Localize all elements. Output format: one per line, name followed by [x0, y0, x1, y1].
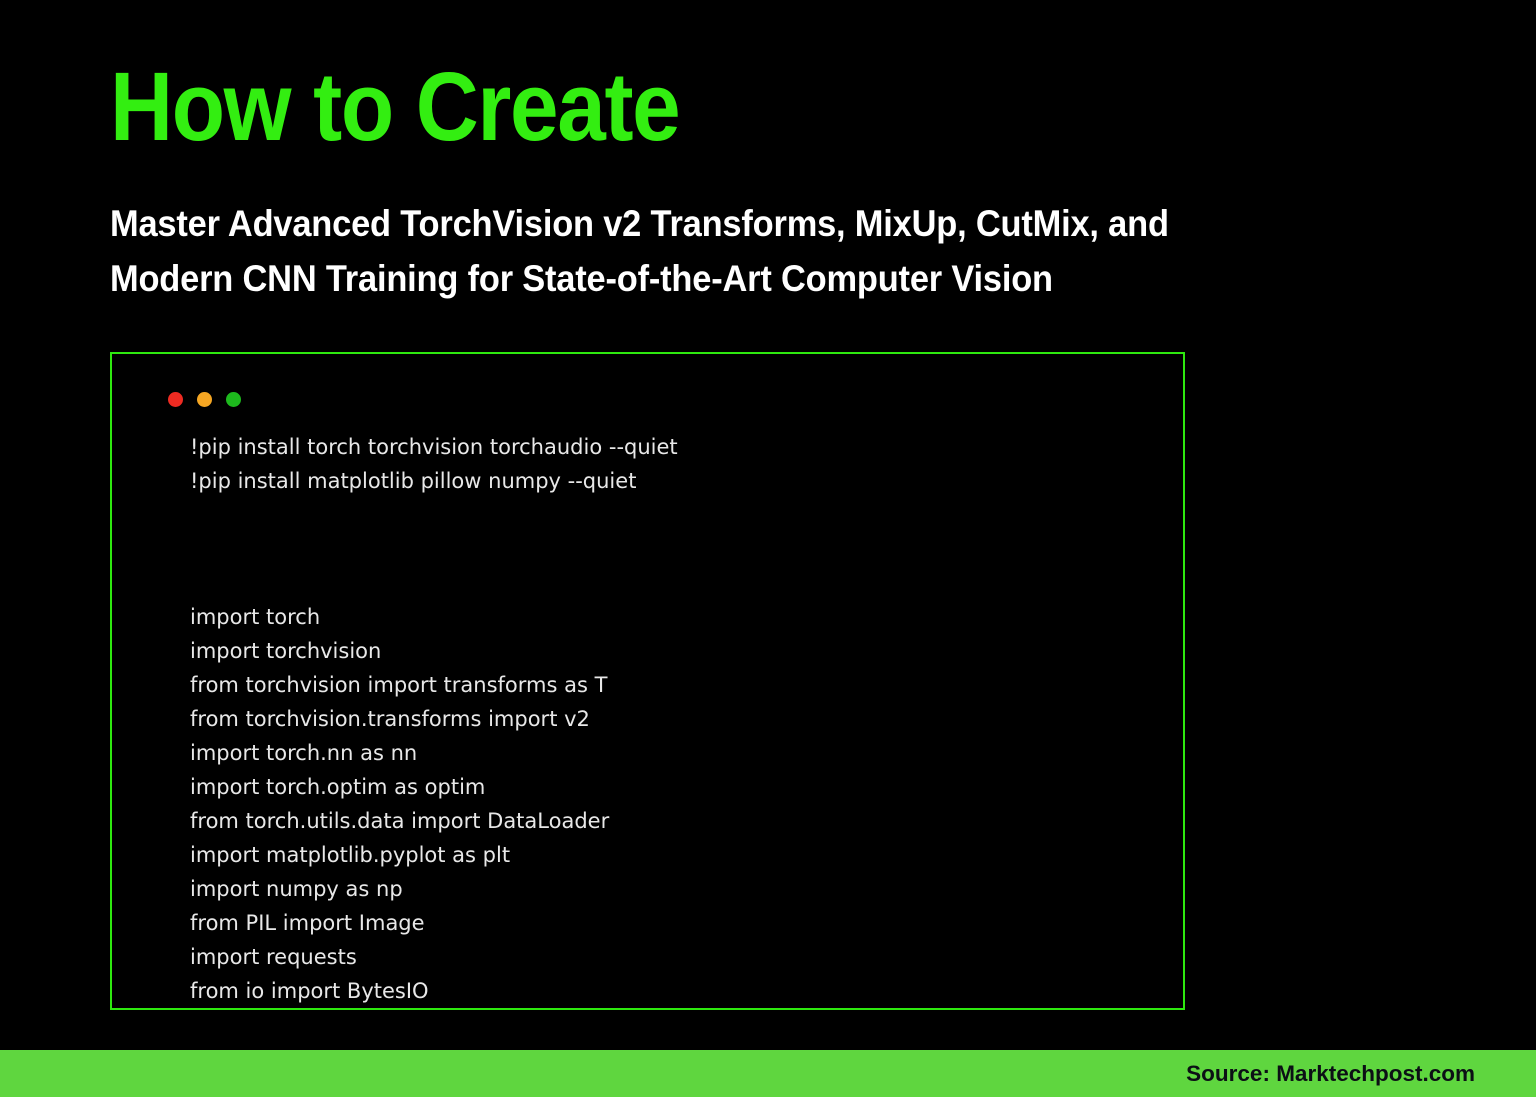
- code-line: import torch: [190, 605, 321, 629]
- footer-bar: Source: Marktechpost.com: [0, 1050, 1536, 1097]
- code-line: !pip install torch torchvision torchaudi…: [190, 435, 678, 459]
- code-line: import numpy as np: [190, 877, 403, 901]
- code-line: from io import BytesIO: [190, 979, 429, 1003]
- code-line-blank: [190, 566, 1163, 600]
- page-subtitle: Master Advanced TorchVision v2 Transform…: [110, 196, 1412, 306]
- code-line-blank: [190, 532, 1163, 566]
- code-window: !pip install torch torchvision torchaudi…: [110, 352, 1185, 1010]
- code-line: from PIL import Image: [190, 911, 425, 935]
- code-line: import torchvision: [190, 639, 382, 663]
- code-line: !pip install matplotlib pillow numpy --q…: [190, 469, 637, 493]
- code-line: import torch.nn as nn: [190, 741, 418, 765]
- code-line-blank: [190, 498, 1163, 532]
- code-line: from torchvision import transforms as T: [190, 673, 608, 697]
- code-line: import torch.optim as optim: [190, 775, 486, 799]
- source-label: Source: Marktechpost.com: [1186, 1060, 1475, 1086]
- code-block: !pip install torch torchvision torchaudi…: [190, 430, 1163, 1008]
- window-controls: [168, 392, 241, 407]
- code-line: import requests: [190, 945, 357, 969]
- page-title: How to Create: [110, 52, 681, 161]
- minimize-dot-icon[interactable]: [197, 392, 212, 407]
- subtitle-line-1: Master Advanced TorchVision v2 Transform…: [110, 203, 1169, 244]
- code-line: from torch.utils.data import DataLoader: [190, 809, 610, 833]
- code-line: import matplotlib.pyplot as plt: [190, 843, 511, 867]
- code-line: from torchvision.transforms import v2: [190, 707, 590, 731]
- close-dot-icon[interactable]: [168, 392, 183, 407]
- subtitle-line-2: Modern CNN Training for State-of-the-Art…: [110, 258, 1053, 299]
- maximize-dot-icon[interactable]: [226, 392, 241, 407]
